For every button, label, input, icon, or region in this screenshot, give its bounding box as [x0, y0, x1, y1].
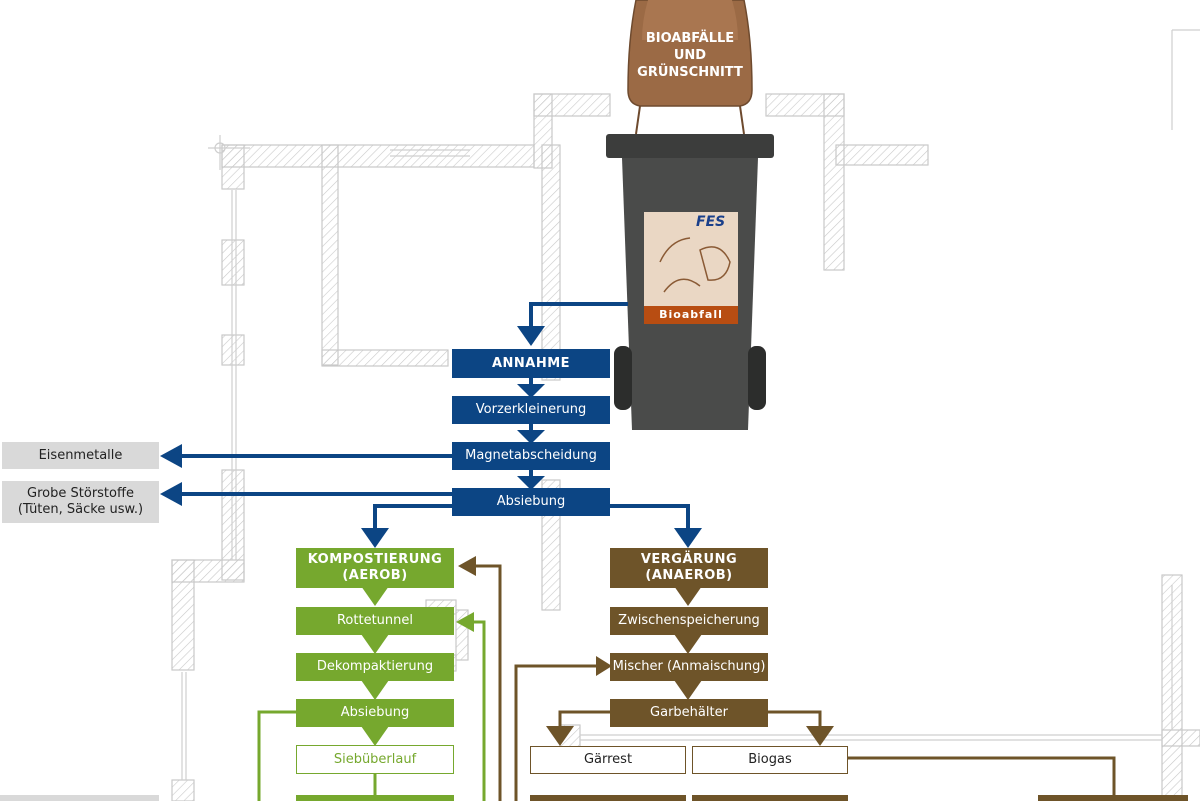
box-absiebung-main: Absiebung: [452, 488, 610, 516]
box-rottetunnel: Rottetunnel: [296, 607, 454, 635]
box-siebueberlauf: Siebüberlauf: [296, 745, 454, 774]
box-eisenmetalle: Eisenmetalle: [2, 442, 159, 469]
bin-label-text: Bioabfall: [659, 308, 723, 321]
bio-waste-bin: [606, 0, 774, 430]
box-grobe-stoerstoffe: Grobe Störstoffe (Tüten, Säcke usw.): [2, 481, 159, 523]
blue-connectors: [178, 302, 690, 530]
brown-box-partial-2: [692, 795, 848, 801]
grobe-line1: Grobe Störstoffe: [27, 486, 134, 501]
box-vergaerung: VERGÄRUNG (ANAEROB): [610, 548, 768, 588]
box-magnetabscheidung: Magnetabscheidung: [452, 442, 610, 470]
vergaerung-line1: VERGÄRUNG: [640, 552, 738, 567]
box-annahme: ANNAHME: [452, 349, 610, 378]
lid-text-line1: BIOABFÄLLE: [645, 31, 735, 46]
lid-text-line3: GRÜNSCHNITT: [637, 65, 743, 80]
box-garbehaelter: Garbehälter: [610, 699, 768, 727]
box-absiebung-compost: Absiebung: [296, 699, 454, 727]
brown-connectors: [474, 564, 1116, 801]
bin-lid-text: BIOABFÄLLE UND GRÜNSCHNITT: [630, 30, 750, 81]
blue-arrowheads: [160, 326, 702, 548]
box-dekompaktierung: Dekompaktierung: [296, 653, 454, 681]
vergaerung-line2: (ANAEROB): [645, 568, 733, 583]
grobe-line2: (Tüten, Säcke usw.): [17, 502, 144, 517]
bin-label-logo: FES: [696, 214, 726, 230]
box-zwischenspeicherung: Zwischenspeicherung: [610, 607, 768, 635]
kompostierung-line2: (AEROB): [342, 568, 408, 583]
floor-plan: [171, 93, 1200, 801]
grey-box-partial: [0, 795, 159, 801]
brown-arrowheads: [458, 556, 834, 746]
lid-text-line2: UND: [673, 48, 707, 63]
green-connectors: [257, 620, 486, 801]
box-vorzerkleinerung: Vorzerkleinerung: [452, 396, 610, 424]
kompostierung-line1: KOMPOSTIERUNG: [307, 552, 443, 567]
green-box-partial: [296, 795, 454, 801]
box-biogas: Biogas: [692, 746, 848, 774]
box-mischer: Mischer (Anmaischung): [610, 653, 768, 681]
brown-box-partial-1: [530, 795, 686, 801]
box-gaerrest: Gärrest: [530, 746, 686, 774]
brown-box-partial-3: [1038, 795, 1188, 801]
box-kompostierung: KOMPOSTIERUNG (AEROB): [296, 548, 454, 588]
green-arrowheads: [361, 586, 474, 746]
